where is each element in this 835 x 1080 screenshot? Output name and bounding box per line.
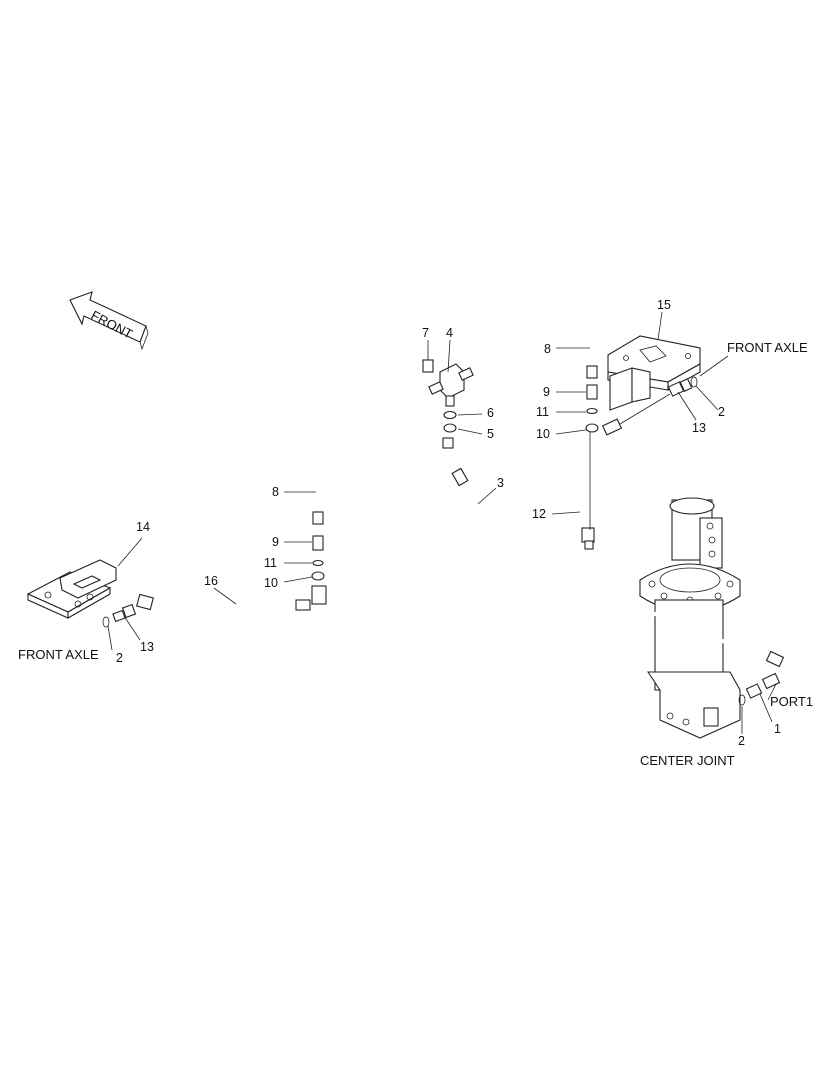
port1-fittings xyxy=(738,672,781,706)
hose-16 xyxy=(136,585,327,627)
tee-fitting-4 xyxy=(422,359,474,433)
callout-13-left: 13 xyxy=(140,640,154,654)
callout-6: 6 xyxy=(487,406,494,420)
callout-2-right: 2 xyxy=(718,405,725,419)
fittings-left-stack xyxy=(311,535,325,581)
callout-7: 7 xyxy=(422,326,429,340)
callout-9-left: 9 xyxy=(272,535,279,549)
callout-4: 4 xyxy=(446,326,453,340)
leader-lines xyxy=(107,311,777,734)
tube-8-left xyxy=(312,390,431,525)
fittings-right-stack xyxy=(585,384,599,433)
callout-10-left: 10 xyxy=(264,576,278,590)
right-front-axle-fittings xyxy=(619,376,698,425)
callout-2-port1: 2 xyxy=(738,734,745,748)
callout-16: 16 xyxy=(204,574,218,588)
callout-9-right: 9 xyxy=(543,385,550,399)
front-axle-label-left: FRONT AXLE xyxy=(18,647,99,662)
callout-12: 12 xyxy=(532,507,546,521)
callout-5: 5 xyxy=(487,427,494,441)
callout-15: 15 xyxy=(657,298,671,312)
callout-14: 14 xyxy=(136,520,150,534)
center-joint xyxy=(639,497,741,739)
callout-2-left: 2 xyxy=(116,651,123,665)
callout-8-right: 8 xyxy=(544,342,551,356)
callout-13-right: 13 xyxy=(692,421,706,435)
callout-8-left: 8 xyxy=(272,485,279,499)
bracket-14 xyxy=(26,559,117,619)
callout-10-right: 10 xyxy=(536,427,550,441)
center-joint-label: CENTER JOINT xyxy=(640,753,735,768)
callout-11-left: 11 xyxy=(264,556,277,570)
callouts: 15 2 13 8 9 11 10 12 7 4 6 5 3 8 9 11 10… xyxy=(116,298,781,748)
port1-label: PORT1 xyxy=(770,694,813,709)
hose-12 xyxy=(581,418,651,550)
callout-1: 1 xyxy=(774,722,781,736)
callout-3: 3 xyxy=(497,476,504,490)
text-labels: FRONT AXLE FRONT AXLE PORT1 CENTER JOINT xyxy=(18,340,813,768)
callout-11-right: 11 xyxy=(536,405,549,419)
tube-8-right xyxy=(469,309,598,379)
hose-3 xyxy=(442,437,785,676)
front-direction-arrow: FRONT xyxy=(69,291,149,351)
left-front-axle-fittings xyxy=(102,603,137,628)
front-axle-label-right: FRONT AXLE xyxy=(727,340,808,355)
bracket-15 xyxy=(607,335,701,411)
